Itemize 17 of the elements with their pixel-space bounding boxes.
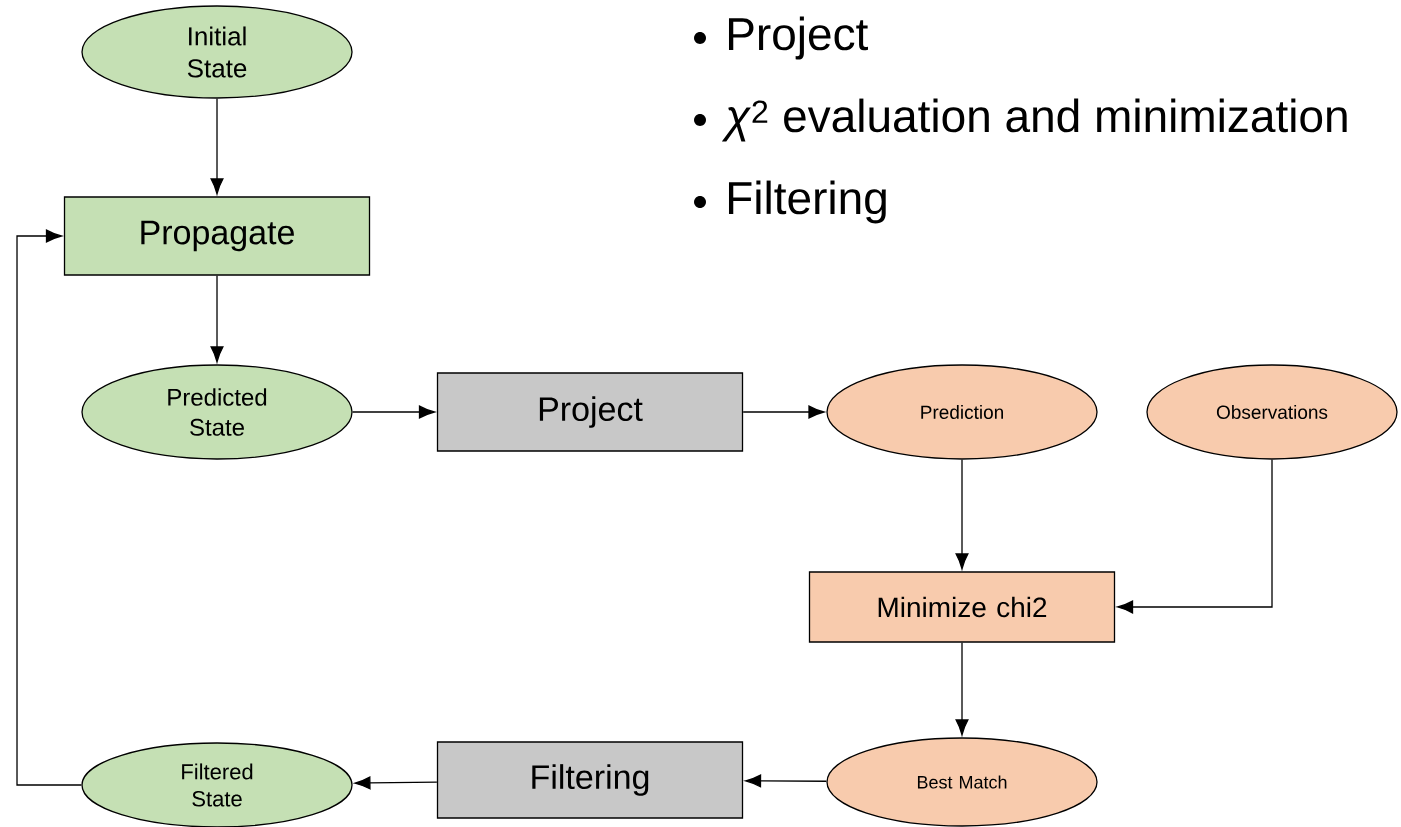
arrow [955, 642, 969, 736]
process-box: Propagate [63, 196, 371, 276]
arrow [1117, 459, 1273, 614]
process-box: Project [436, 372, 744, 452]
arrow [742, 405, 825, 419]
bullet-item: Project [694, 16, 868, 60]
arrow [210, 275, 224, 363]
bullet-item: χ$^{2}$ evaluation and minimization [694, 98, 1347, 142]
arrow [352, 405, 435, 419]
arrow [745, 774, 828, 788]
arrow [16, 229, 82, 786]
bullet-item: Filtering [694, 180, 886, 224]
process-box: Minimize chi2 [808, 571, 1116, 643]
arrow [354, 776, 438, 790]
arrow [955, 459, 969, 570]
process-box: Filtering [436, 741, 744, 819]
arrow [210, 98, 224, 195]
